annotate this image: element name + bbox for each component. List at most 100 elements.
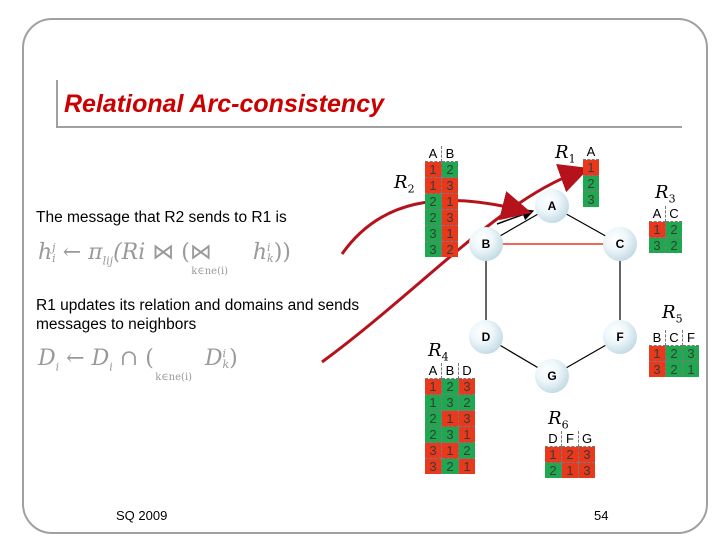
formula-join: ⋈ bbox=[152, 240, 175, 265]
node-D[interactable]: D bbox=[469, 320, 503, 354]
relation-row: 1 bbox=[583, 159, 599, 176]
formula2-symbol: D bbox=[38, 346, 56, 371]
relation-cell: 2 bbox=[441, 458, 459, 474]
relation-header-cell: F bbox=[561, 431, 579, 447]
node-F[interactable]: F bbox=[603, 320, 637, 354]
relation-cell: 2 bbox=[458, 394, 475, 411]
relation-cell: 3 bbox=[441, 209, 458, 226]
formula2-close: ) bbox=[229, 346, 238, 371]
relation-cell: 1 bbox=[682, 361, 699, 377]
relation-header-cell: F bbox=[682, 330, 699, 346]
relation-cell: 2 bbox=[458, 442, 475, 459]
relation-cell: 3 bbox=[425, 241, 442, 257]
relation-label-r1: R1 bbox=[555, 142, 576, 166]
relation-header-cell: B bbox=[441, 146, 458, 162]
formula-bigjoin: (⋈ bbox=[181, 240, 212, 265]
relation-name: R bbox=[655, 182, 669, 203]
formula2-sup-2: i bbox=[222, 347, 226, 360]
formula2-sub-2: k bbox=[222, 358, 230, 371]
relation-cell: 2 bbox=[583, 175, 599, 192]
relation-cell: 1 bbox=[425, 177, 442, 194]
relation-cell: 3 bbox=[583, 191, 599, 207]
relation-label-r3: R3 bbox=[655, 182, 676, 206]
node-G[interactable]: G bbox=[535, 359, 569, 393]
node-C[interactable]: C bbox=[603, 227, 637, 261]
node-B[interactable]: B bbox=[469, 227, 503, 261]
formula1-pointer-arrow bbox=[340, 191, 532, 255]
node-A[interactable]: A bbox=[535, 189, 569, 223]
relation-cell: 3 bbox=[425, 458, 442, 474]
relation-cell: 1 bbox=[441, 193, 458, 210]
relation-header-row: A bbox=[583, 144, 599, 160]
relation-header-cell: G bbox=[578, 431, 595, 447]
formula-symbol-2: h bbox=[252, 240, 268, 265]
relation-cell: 3 bbox=[441, 177, 458, 194]
relation-label-r2: R2 bbox=[394, 172, 415, 196]
relation-cell: 2 bbox=[425, 193, 442, 210]
formula2-rhs: D bbox=[91, 346, 110, 371]
footer-left: SQ 2009 bbox=[116, 508, 168, 523]
formula2-sub: i bbox=[55, 360, 60, 374]
relation-cell: 1 bbox=[583, 159, 599, 176]
relation-cell: 1 bbox=[458, 458, 475, 474]
relation-cell: 2 bbox=[441, 378, 459, 395]
relation-cell: 2 bbox=[561, 446, 579, 463]
relation-cell: 1 bbox=[441, 410, 459, 427]
relation-label-r5: R5 bbox=[662, 302, 683, 326]
title-underline-box bbox=[56, 80, 682, 128]
relation-cell: 3 bbox=[458, 410, 475, 427]
relation-cell: 1 bbox=[441, 225, 458, 242]
relation-cell: 2 bbox=[425, 426, 442, 443]
relation-cell: 1 bbox=[458, 426, 475, 443]
relation-label-r6: R6 bbox=[548, 408, 569, 432]
relation-cell: 2 bbox=[665, 361, 683, 377]
relation-cell: 3 bbox=[425, 225, 442, 242]
formula-sup: j bbox=[52, 241, 56, 254]
relation-cell: 3 bbox=[578, 446, 595, 463]
relation-label-r4: R4 bbox=[428, 340, 449, 364]
formula-sub-2: k bbox=[267, 252, 274, 265]
formula-symbol: h bbox=[38, 240, 53, 265]
relation-cell: 3 bbox=[649, 237, 666, 253]
relation-row: 3 bbox=[583, 191, 599, 207]
relation-cell: 3 bbox=[578, 462, 595, 478]
relation-cell: 2 bbox=[665, 237, 682, 253]
relation-header-cell: A bbox=[583, 144, 599, 160]
message-text: The message that R2 sends to R1 is bbox=[36, 209, 287, 226]
relation-header-cell: D bbox=[545, 431, 562, 447]
formula2-open: ( bbox=[145, 346, 154, 371]
relation-cell: 1 bbox=[441, 442, 459, 459]
relation-cell: 1 bbox=[425, 161, 442, 178]
relation-header-cell: A bbox=[425, 363, 442, 379]
relation-cell: 3 bbox=[425, 442, 442, 459]
formula2-rhs-sub: i bbox=[109, 360, 113, 374]
formula-arrow: ← bbox=[62, 240, 82, 265]
formula-pi: π bbox=[88, 240, 103, 265]
formula2-cap: ∩ bbox=[119, 346, 139, 371]
relation-header-cell: C bbox=[665, 206, 682, 222]
relation-cell: 2 bbox=[665, 345, 683, 362]
